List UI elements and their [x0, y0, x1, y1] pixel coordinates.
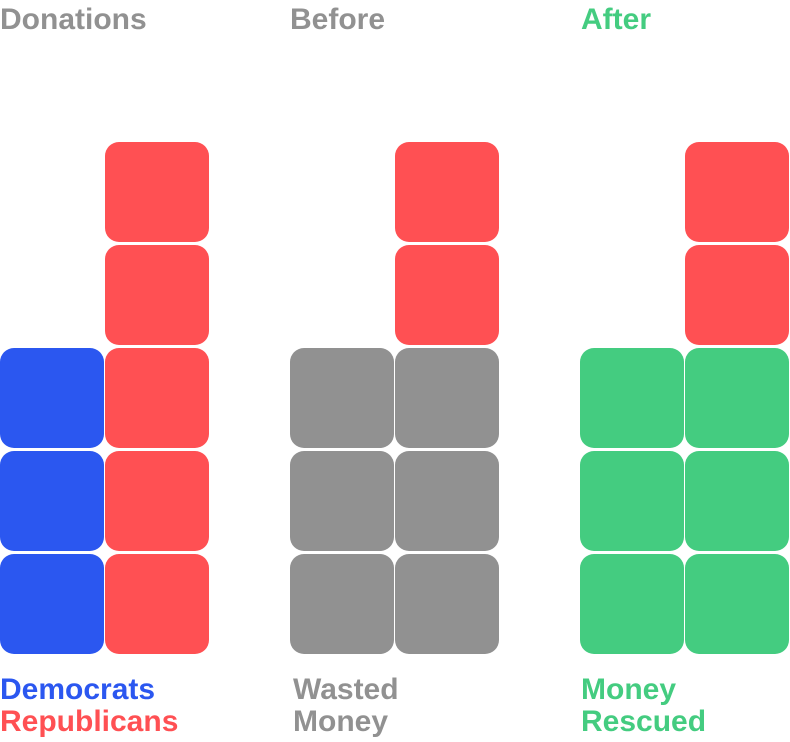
after-tile-republicans — [685, 142, 789, 242]
after-legend: Money Rescued — [581, 674, 706, 738]
donations-tile-republicans — [105, 554, 209, 654]
after-tile-rescued — [580, 554, 684, 654]
after-tile-rescued — [580, 451, 684, 551]
donations-tile-republicans — [105, 348, 209, 448]
before-tile-wasted — [290, 451, 394, 551]
before-tile-republicans — [395, 142, 499, 242]
legend-money-rescued-1: Money — [581, 673, 677, 706]
legend-wasted: Wasted — [293, 673, 399, 706]
legend-democrats: Democrats — [0, 673, 156, 706]
before-tile-wasted — [290, 554, 394, 654]
donations-tile-republicans — [105, 245, 209, 345]
after-tile-rescued — [685, 554, 789, 654]
after-tile-rescued — [685, 451, 789, 551]
donations-title: Donations — [0, 3, 147, 36]
donations-legend: Democrats Republicans — [0, 674, 178, 738]
before-tile-wasted — [395, 554, 499, 654]
legend-republicans: Republicans — [0, 705, 179, 738]
donations-tile-democrats — [0, 554, 104, 654]
after-tile-rescued — [580, 348, 684, 448]
before-title: Before — [290, 3, 386, 36]
donations-tile-democrats — [0, 451, 104, 551]
donations-tile-democrats — [0, 348, 104, 448]
before-tile-wasted — [290, 348, 394, 448]
after-tile-republicans — [685, 245, 789, 345]
donations-tile-republicans — [105, 451, 209, 551]
after-title: After — [581, 3, 652, 36]
donations-tile-republicans — [105, 142, 209, 242]
legend-money-rescued-2: Rescued — [581, 705, 707, 738]
before-tile-wasted — [395, 451, 499, 551]
before-tile-republicans — [395, 245, 499, 345]
legend-money: Money — [293, 705, 389, 738]
after-tile-rescued — [685, 348, 789, 448]
before-legend: Wasted Money — [293, 674, 399, 738]
before-tile-wasted — [395, 348, 499, 448]
